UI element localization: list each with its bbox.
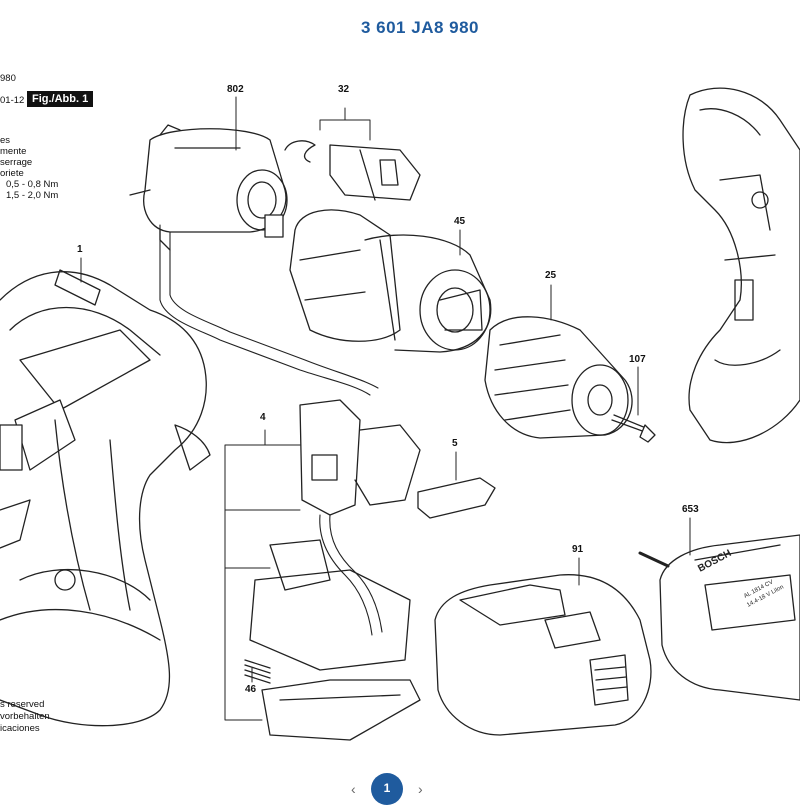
label-91: 91: [572, 544, 584, 555]
charger-brand: BOSCH: [696, 548, 733, 575]
leader-lines: [80, 96, 691, 721]
spring-part-46: [244, 659, 271, 684]
legend-line-4: oriete: [0, 168, 24, 179]
torque-line-2: 1,5 - 2,0 Nm: [6, 190, 59, 201]
legend-line-2: mente: [0, 146, 27, 157]
label-5: 5: [452, 438, 458, 449]
legend-line-3: serrage: [0, 157, 33, 168]
label-4: 4: [260, 412, 266, 423]
switch-cover-part-32: [284, 140, 421, 201]
torque-line-1: 0,5 - 0,8 Nm: [6, 179, 59, 190]
label-45: 45: [454, 216, 466, 227]
chuck-part-25: [484, 316, 633, 439]
label-46: 46: [245, 684, 257, 695]
current-page-indicator[interactable]: 1: [371, 773, 403, 805]
legend-line-1: es: [0, 135, 11, 146]
date-fragment: 01-12: [0, 95, 25, 106]
page-title: 3 601 JA8 980: [360, 18, 480, 37]
label-107: 107: [629, 354, 646, 365]
label-653: 653: [682, 504, 699, 515]
label-1: 1: [77, 244, 83, 255]
housing-right-half: [682, 87, 800, 444]
housing-part-1: [0, 269, 211, 727]
battery-part-91: [434, 574, 652, 736]
footer-line-1: s reserved: [0, 699, 45, 710]
code-fragment: 980: [0, 73, 16, 84]
motor-part-802: [129, 124, 288, 251]
figure-label: Fig./Abb. 1: [27, 91, 94, 107]
charger-part-653: [638, 534, 800, 701]
label-25: 25: [545, 270, 557, 281]
footer-line-3: icaciones: [0, 723, 40, 734]
footer-line-2: vorbehalten: [0, 711, 50, 722]
label-32: 32: [338, 84, 350, 95]
next-page-button[interactable]: ›: [418, 781, 423, 797]
switch-part-4: [249, 399, 421, 741]
slide-part-5: [417, 477, 496, 519]
motor-wires: [159, 224, 379, 396]
screw-part-107: [611, 414, 656, 443]
prev-page-button[interactable]: ‹: [351, 781, 356, 797]
gearbox-part-45: [289, 209, 492, 353]
label-802: 802: [227, 84, 244, 95]
